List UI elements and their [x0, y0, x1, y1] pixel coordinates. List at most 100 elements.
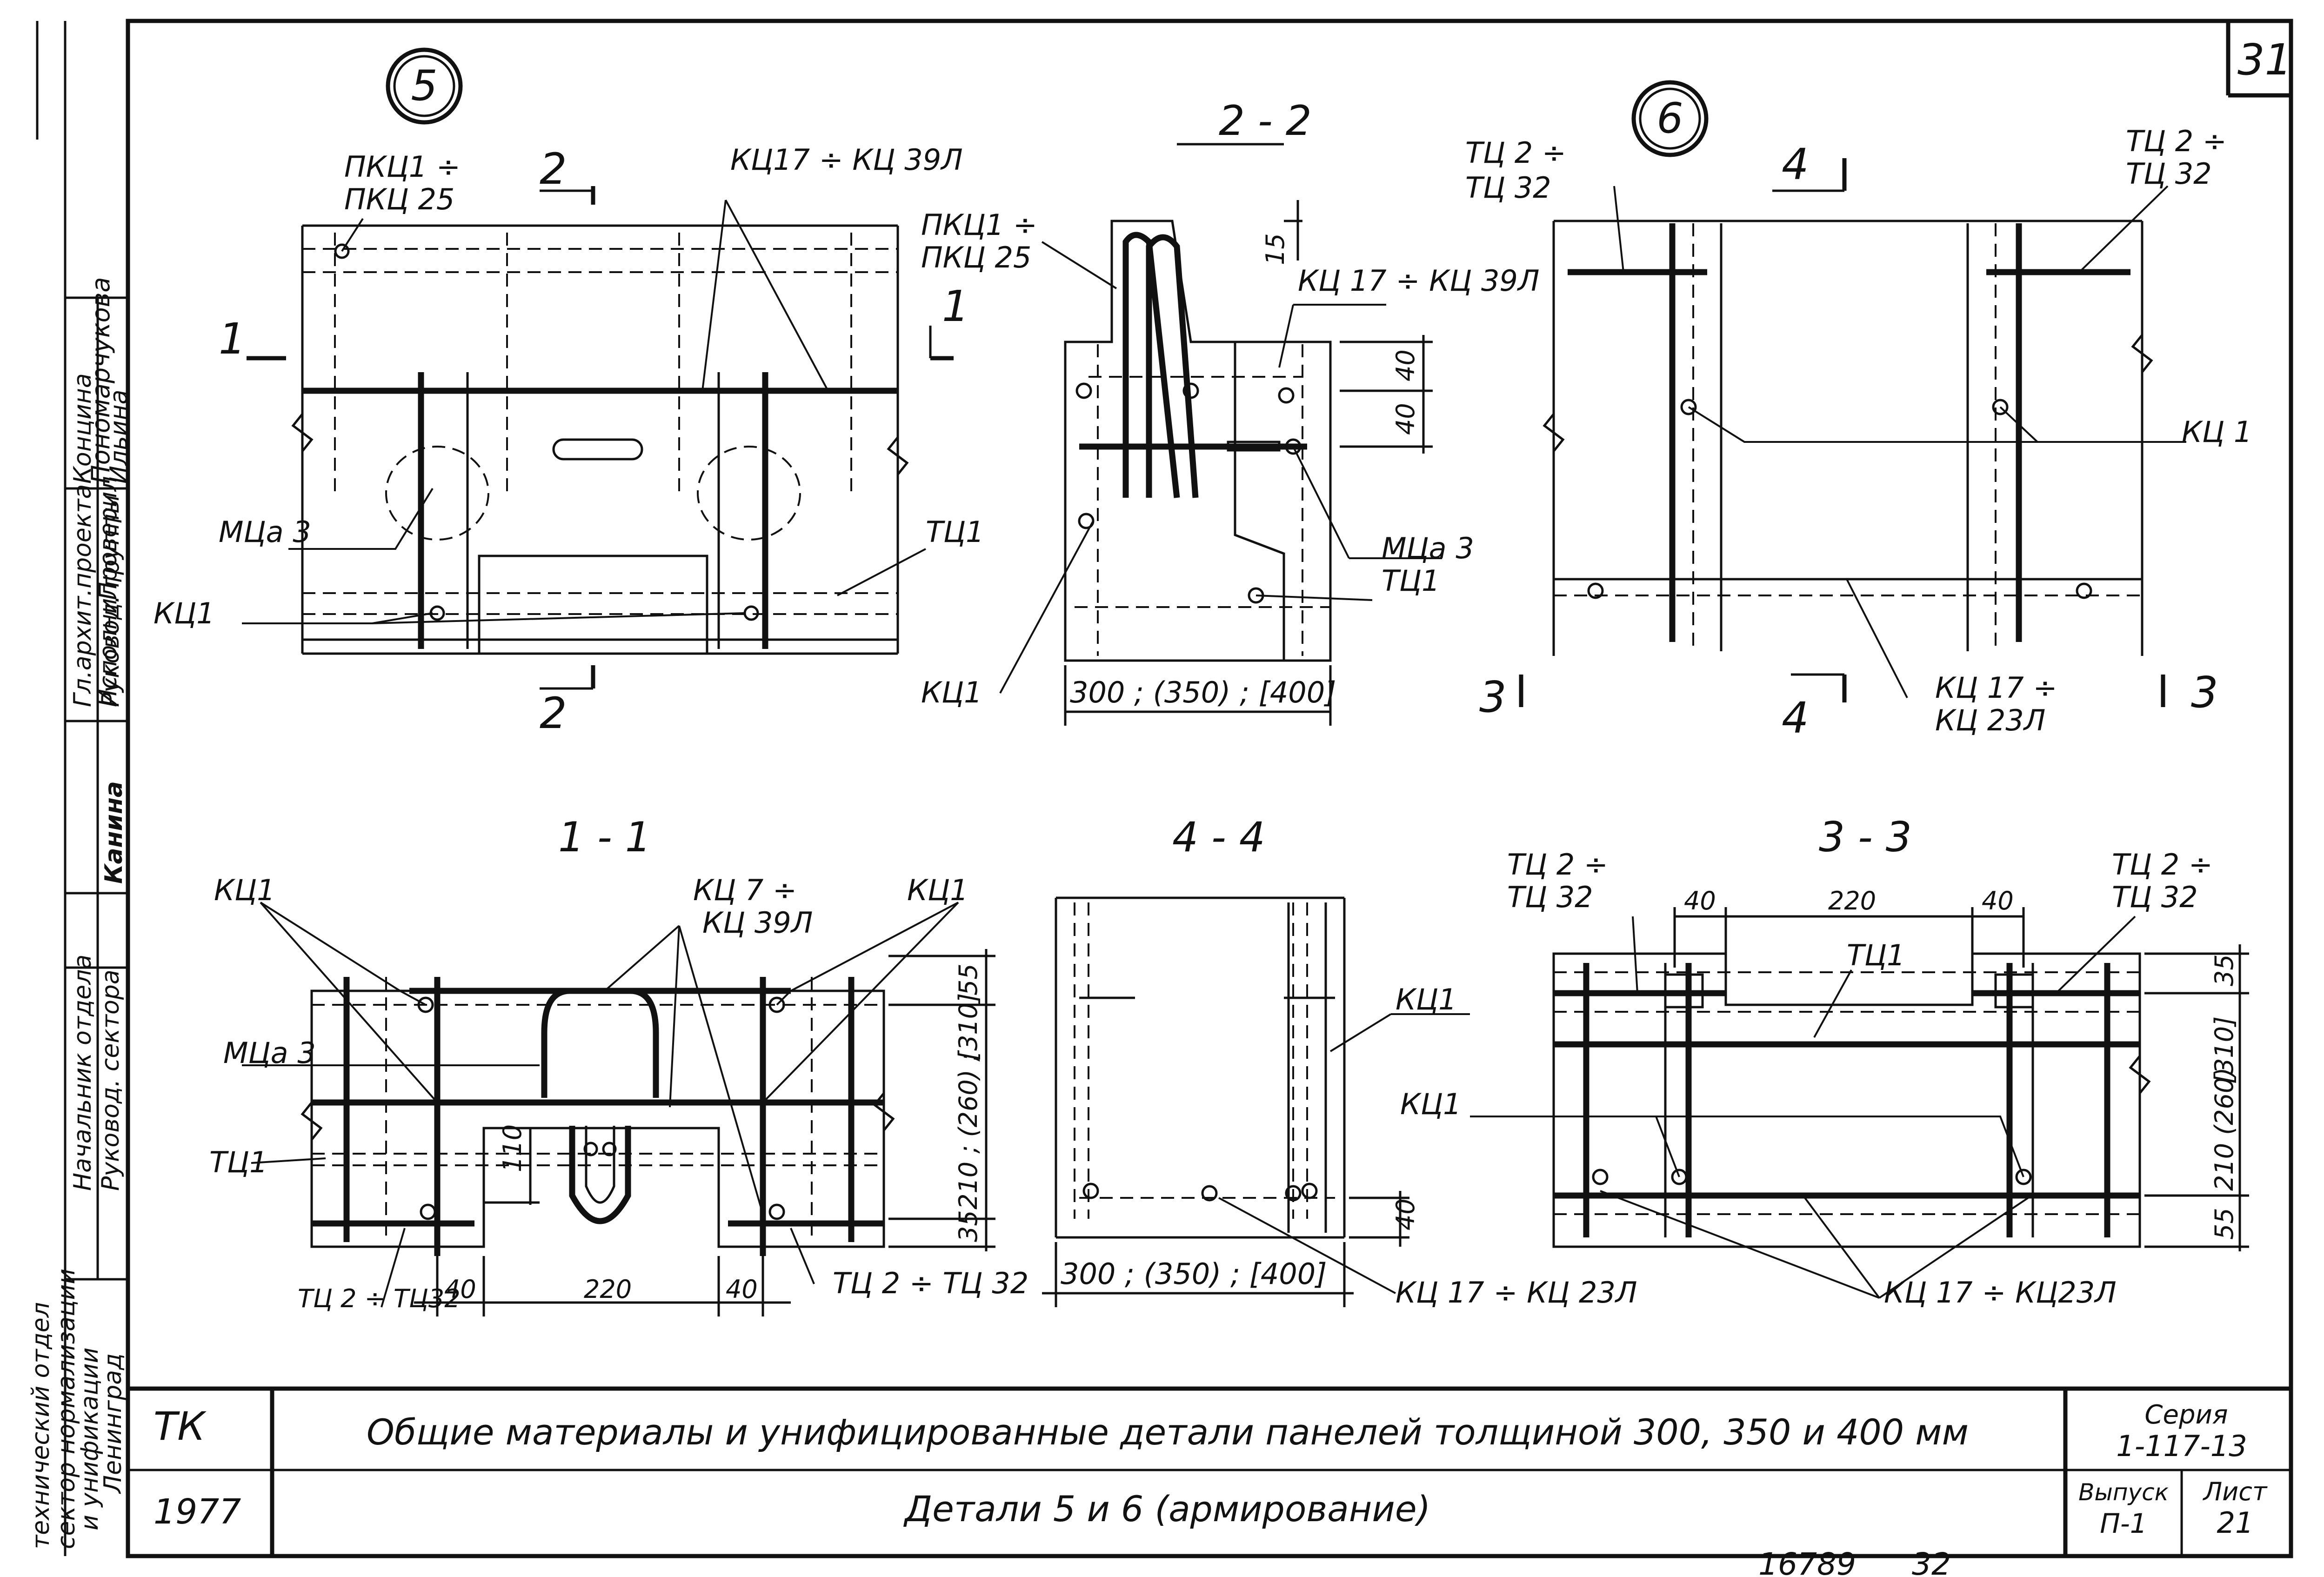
title-main: Общие материалы и унифицированные детали…	[367, 1411, 1969, 1453]
d5-label-kc1: КЦ1	[154, 596, 215, 630]
d6-cut-3-left: 3	[1479, 672, 1507, 722]
stamp-name-1: Концина	[69, 373, 97, 484]
d5-label-kc17: КЦ17 ÷ КЦ 39Л	[730, 143, 963, 177]
s11-dim-310: [310]	[954, 993, 983, 1061]
issue-label: Выпуск	[2078, 1479, 2169, 1506]
series-label: Серия	[2144, 1400, 2228, 1430]
stamp-org-line-3: и унификации	[76, 1348, 104, 1530]
s22-label-pkc1: ПКЦ1 ÷	[921, 208, 1037, 242]
d6-label-tc2-left: ТЦ 2 ÷	[1465, 136, 1566, 170]
stamp-role-head: Начальник отдела	[69, 955, 97, 1191]
s33-label-tc1: ТЦ1	[1847, 938, 1905, 972]
stamp-name-4: Канина	[100, 781, 128, 884]
d5-label-mca3: МЦа 3	[219, 515, 311, 549]
series-value: 1-117-13	[2116, 1429, 2247, 1463]
s11-dim-210: 210 ; (260) ;	[954, 1053, 983, 1209]
s44-label-kc1: КЦ1	[1396, 982, 1457, 1016]
s33-dim-310: [310]	[2210, 1016, 2239, 1084]
s44-dim-40: 40	[1391, 1198, 1420, 1230]
s11-label-mca3: МЦа 3	[223, 1036, 316, 1070]
detail-6-drawing	[1519, 80, 2186, 707]
d6-label-tc32-left: ТЦ 32	[1465, 171, 1551, 205]
sheet-value: 21	[2217, 1506, 2254, 1540]
s22-label-pkc25: ПКЦ 25	[921, 241, 1031, 274]
s11-dim-40-right: 40	[726, 1275, 758, 1304]
section-2-2-title: 2 - 2	[1219, 97, 1312, 145]
detail-6-marker-circle	[1631, 80, 1709, 157]
d6-cut-4-top: 4	[1782, 140, 1809, 189]
d6-label-kc23: КЦ 23Л	[1935, 703, 2045, 737]
s11-dim-35: 35	[954, 1210, 983, 1242]
s11-dim-40-left: 40	[444, 1275, 476, 1304]
section-4-4-drawing	[1042, 896, 1470, 1307]
s11-label-tc2-left: ТЦ 2 ÷ ТЦ32	[298, 1284, 461, 1313]
detail-6-marker: 6	[1656, 94, 1683, 143]
s11-dim-55: 55	[954, 963, 983, 996]
d5-cut-2-top: 2	[540, 144, 567, 194]
s22-dim-40a: 40	[1391, 349, 1420, 381]
s22-dim-15: 15	[1261, 233, 1290, 265]
s33-dim-40-left: 40	[1684, 886, 1716, 915]
stamp-role-chief: Гл.архит.проекта	[69, 484, 97, 707]
d5-label-pkc1: ПКЦ1 ÷	[344, 150, 461, 184]
detail-5-drawing	[242, 47, 954, 690]
s33-label-tc2-right: ТЦ 2 ÷	[2112, 848, 2213, 882]
s33-label-tc32-left: ТЦ 32	[1507, 880, 1593, 914]
s33-label-kc1: КЦ1	[1400, 1087, 1462, 1121]
detail-5-marker: 5	[411, 61, 437, 110]
title-sub: Детали 5 и 6 (армирование)	[903, 1488, 1430, 1530]
stamp-role-group: Руковод. группы	[97, 494, 125, 707]
d6-label-tc32-right: ТЦ 32	[2126, 157, 2212, 191]
d5-label-tc1: ТЦ1	[926, 515, 984, 549]
stamp-org-line-4: Ленинград	[99, 1353, 127, 1494]
section-3-3-drawing	[1470, 907, 2249, 1299]
bottom-number: 16789	[1758, 1546, 1856, 1577]
d5-cut-1-right: 1	[942, 281, 969, 331]
stamp-name-3: Ильина	[105, 390, 133, 484]
s11-label-kc39: КЦ 39Л	[702, 906, 813, 940]
section-3-3-title: 3 - 3	[1819, 813, 1912, 861]
section-1-1-title: 1 - 1	[558, 813, 651, 861]
s11-label-kc1-left: КЦ1	[214, 873, 275, 907]
title-org: ТК	[154, 1403, 207, 1449]
s11-label-kc7: КЦ 7 ÷	[693, 873, 797, 907]
d5-cut-1-left: 1	[219, 314, 246, 364]
s44-dim-width: 300 ; (350) ; [400]	[1061, 1257, 1327, 1291]
s33-dim-210: 210 (260)	[2210, 1068, 2239, 1191]
stamp-role-executed: Исполнил	[94, 582, 122, 707]
s33-dim-35: 35	[2210, 954, 2239, 986]
detail-5-marker-circle	[386, 47, 463, 125]
stamp-role-sector: Руковод. сектора	[97, 969, 125, 1191]
d5-cut-2-bottom: 2	[540, 688, 567, 738]
s22-label-mca3: МЦа 3	[1382, 531, 1474, 565]
title-year: 1977	[154, 1492, 241, 1532]
stamp-role-checked: Проверил	[94, 476, 122, 600]
d5-label-pkc25: ПКЦ 25	[344, 182, 454, 216]
issue-value: П-1	[2100, 1508, 2147, 1539]
s22-dim-40b: 40	[1391, 403, 1420, 435]
stamp-name-2: Пономарчукова	[86, 277, 115, 484]
stamp-org-line-2: сектор нормализации	[53, 1269, 80, 1549]
side-stamp: технический отдел сектор нормализации и …	[27, 21, 133, 1556]
s44-label-kc17: КЦ 17 ÷ КЦ 23Л	[1396, 1276, 1637, 1310]
section-2-2-drawing	[999, 143, 1442, 726]
s22-label-tc1: ТЦ1	[1382, 564, 1440, 598]
sheet-corner-number: 31	[2237, 35, 2292, 85]
sheet-frame	[126, 19, 2293, 1558]
d6-label-kc1: КЦ 1	[2182, 415, 2252, 449]
s33-label-tc2-left: ТЦ 2 ÷	[1507, 848, 1608, 882]
d6-label-tc2-right: ТЦ 2 ÷	[2126, 124, 2227, 158]
d6-cut-3-right: 3	[2191, 668, 2218, 717]
s33-dim-220: 220	[1828, 886, 1876, 915]
stamp-org-line-1: технический отдел	[27, 1302, 55, 1549]
s22-label-kc1: КЦ1	[921, 675, 982, 709]
s33-label-kc17: КЦ 17 ÷ КЦ23Л	[1884, 1276, 2117, 1310]
s11-dim-110: 110	[498, 1124, 527, 1172]
d6-cut-4-bottom: 4	[1782, 693, 1809, 743]
s33-label-tc32-right: ТЦ 32	[2112, 880, 2198, 914]
bottom-number-2: 32	[1912, 1546, 1951, 1577]
s22-label-kc17: КЦ 17 ÷ КЦ 39Л	[1298, 264, 1540, 298]
section-4-4-title: 4 - 4	[1172, 813, 1265, 861]
s11-label-tc1: ТЦ1	[209, 1145, 267, 1179]
